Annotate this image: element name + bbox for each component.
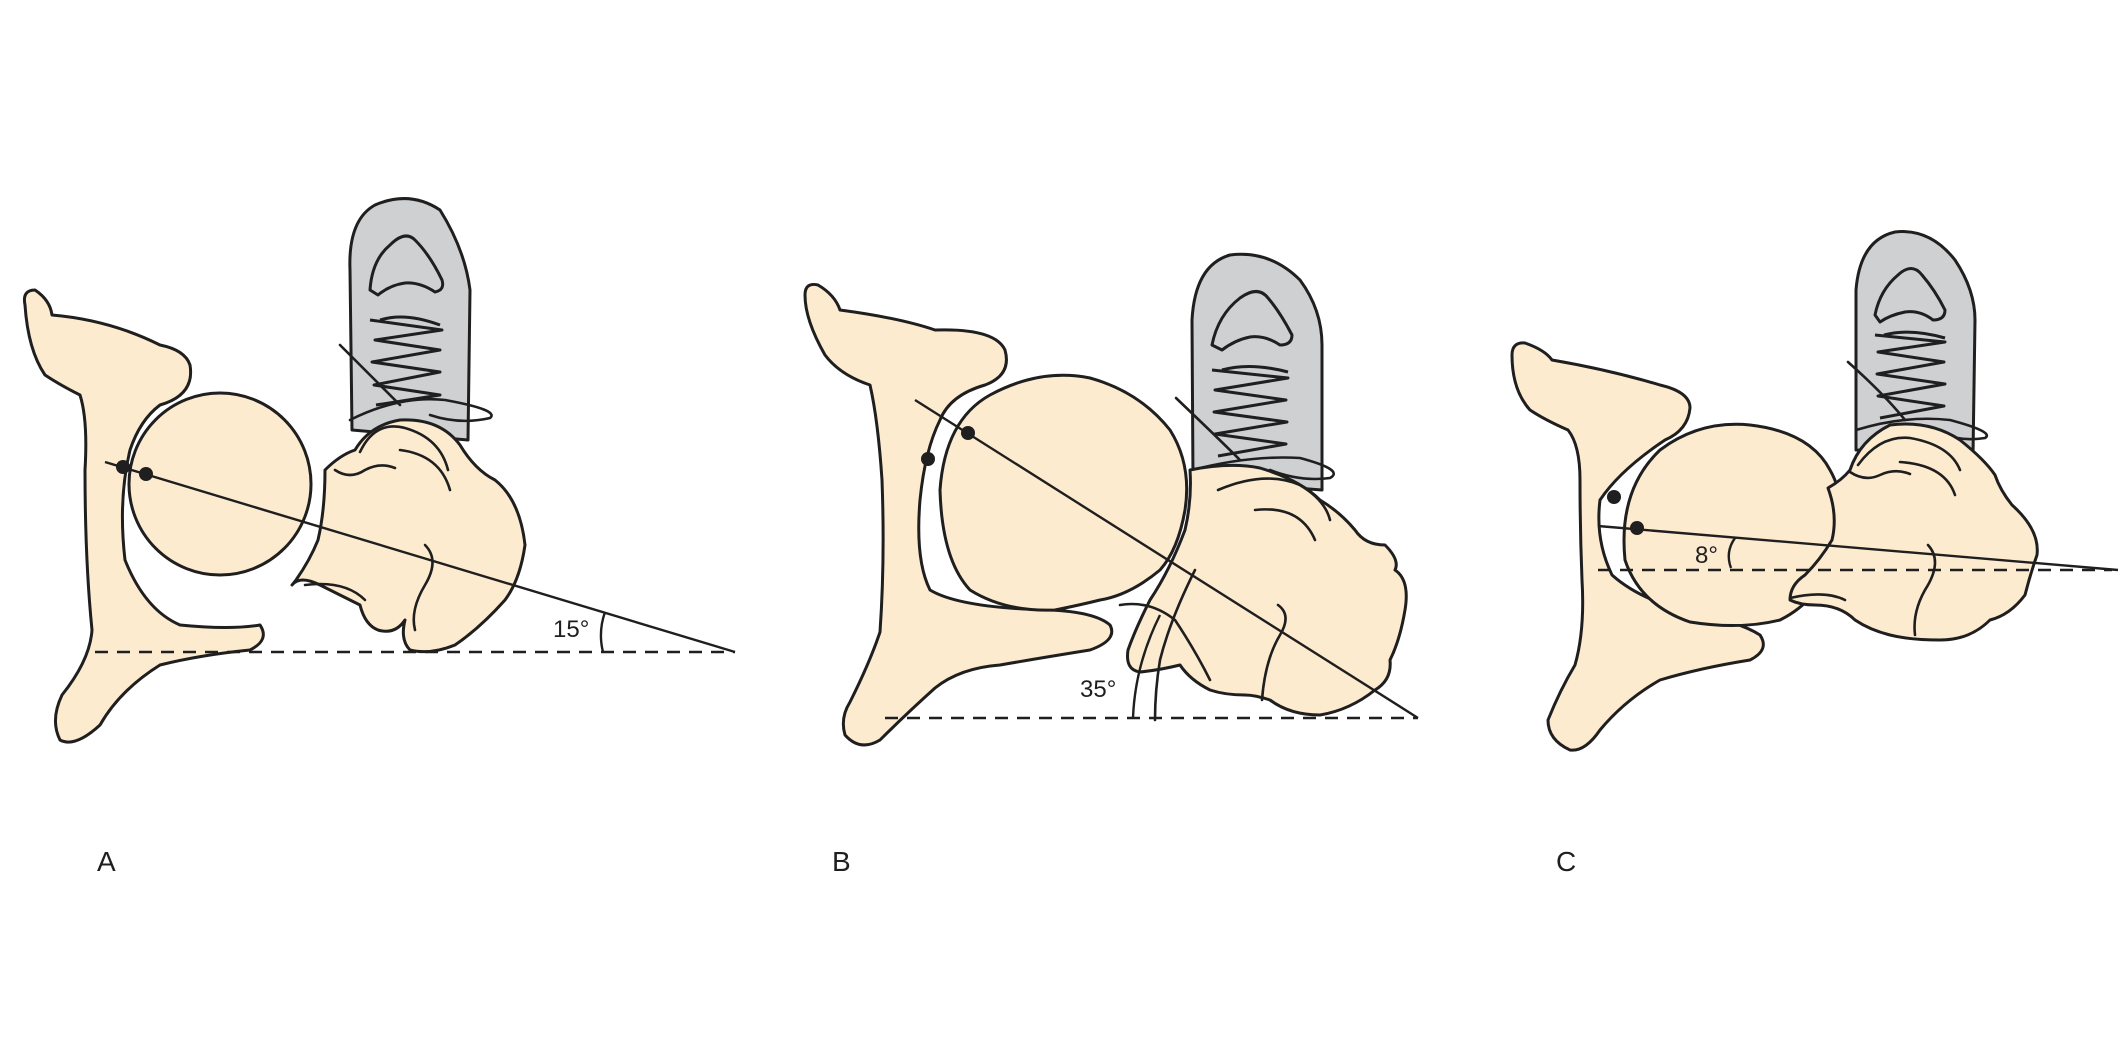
panel-label-a: A	[97, 846, 116, 877]
angle-label-c: 8°	[1695, 542, 1718, 569]
neck-axis-c	[1597, 524, 2119, 572]
angle-arc-c	[1727, 537, 1736, 569]
landmark-dot-b1	[921, 452, 935, 466]
shoe-a	[338, 197, 493, 442]
angle-label-b: 35°	[1080, 676, 1116, 703]
shoe-b	[1174, 252, 1336, 492]
landmark-dot-c2	[1630, 521, 1644, 535]
shoe-c	[1846, 230, 1988, 457]
pelvis-a	[23, 288, 265, 744]
pelvis-c	[1510, 341, 1765, 752]
panel-c: 8° C	[1510, 230, 2119, 877]
femur-a	[290, 418, 527, 654]
angle-label-a: 15°	[553, 616, 589, 643]
femur-c	[1788, 422, 2039, 642]
panel-label-c: C	[1556, 846, 1576, 877]
panel-label-b: B	[832, 846, 851, 877]
landmark-dot-b2	[961, 426, 975, 440]
femoral-head-a	[127, 391, 313, 577]
pelvis-b	[803, 283, 1114, 747]
landmark-dot-c1	[1607, 490, 1621, 504]
panel-a: 15° A	[23, 197, 736, 877]
panel-b: 35° B	[803, 252, 1419, 877]
neck-axis-a	[104, 460, 736, 654]
landmark-dot-a2	[139, 467, 153, 481]
femur-b	[1126, 463, 1408, 717]
angle-arc-a	[599, 611, 607, 653]
neck-axis-b	[914, 398, 1419, 720]
landmark-dot-a1	[116, 460, 130, 474]
angle-arc-b	[1131, 614, 1162, 719]
